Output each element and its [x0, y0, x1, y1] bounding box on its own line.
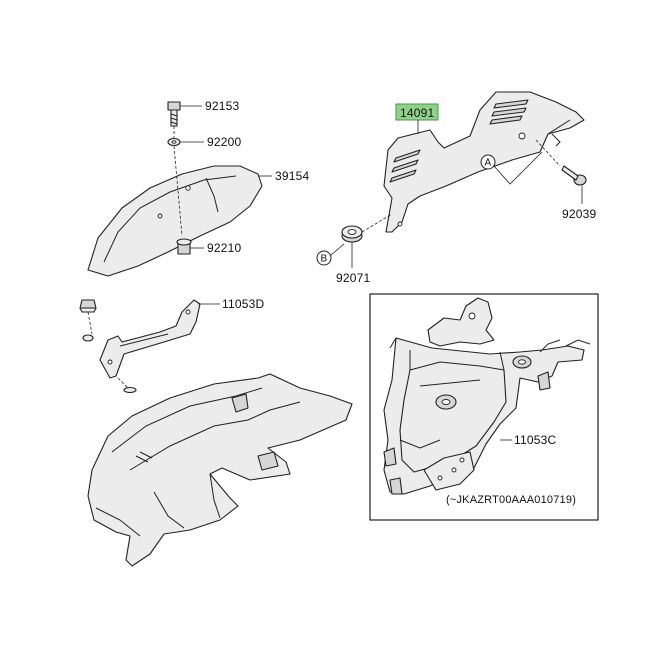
label-39154: 39154 [275, 169, 309, 183]
meter-cover-39154 [87, 165, 263, 277]
label-92200: 92200 [207, 135, 241, 149]
screw-92153-icon [167, 101, 181, 127]
front-cowl [87, 373, 353, 567]
bracket-11053d [99, 299, 201, 379]
grommet-icon [82, 334, 137, 394]
label-11053d: 11053D [222, 297, 264, 311]
label-14091-highlight [395, 103, 439, 121]
callout-b-text: B [321, 254, 328, 265]
frame-11053c [383, 297, 591, 495]
washer-92200-icon [167, 137, 181, 147]
callout-a-text: A [485, 158, 492, 169]
bolt-92039-icon [561, 165, 587, 186]
label-92071: 92071 [336, 271, 370, 285]
grommet-92071-icon [341, 225, 363, 243]
callout-b [316, 250, 332, 266]
label-14091: 14091 [400, 106, 434, 120]
clip-nut-icon [79, 299, 97, 313]
label-92153: 92153 [205, 99, 239, 113]
label-11053c: 11053C [514, 433, 556, 447]
label-92039: 92039 [562, 207, 596, 221]
label-92210: 92210 [207, 241, 241, 255]
callout-a [480, 154, 496, 170]
damper-92210-icon [176, 238, 192, 255]
vin-note: (~JKAZRT00AAA010719) [446, 494, 576, 506]
